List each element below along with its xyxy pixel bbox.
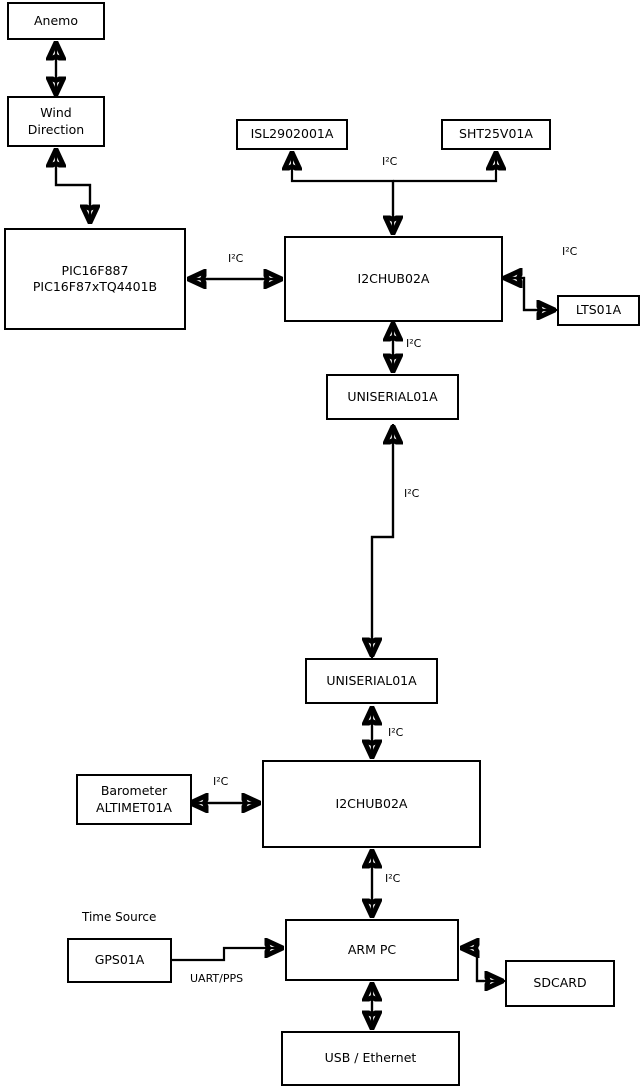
node-uniserial01a-bottom[interactable]: UNISERIAL01A <box>305 658 438 704</box>
wire-hub-to-isl <box>292 154 395 232</box>
node-uniserial01a-top[interactable]: UNISERIAL01A <box>326 374 459 420</box>
node-sht-label: SHT25V01A <box>459 126 533 142</box>
node-anemo-label: Anemo <box>34 12 78 28</box>
node-sdcard-label: SDCARD <box>533 975 587 991</box>
wire-hub-to-lts <box>506 276 553 310</box>
node-pic-label: PIC16F887 <box>61 262 129 278</box>
node-i2chub02a-top[interactable]: I2CHUB02A <box>284 236 503 322</box>
node-uniserial-top-label: UNISERIAL01A <box>347 388 438 404</box>
node-barometer-label: Barometer <box>100 783 168 799</box>
node-wind-direction-label: Wind <box>40 105 72 121</box>
node-anemo[interactable]: Anemo <box>7 2 105 40</box>
node-isl-label: ISL2902001A <box>250 126 334 142</box>
node-gps01a[interactable]: GPS01A <box>67 938 172 983</box>
node-arm-pc[interactable]: ARM PC <box>285 919 459 981</box>
node-barometer-label2: ALTIMET01A <box>96 799 172 815</box>
edge-label-i2c-hub-uniserial: I²C <box>406 337 422 350</box>
edge-label-i2c-baro-hub2: I²C <box>213 775 229 788</box>
edge-label-i2c-pic-hub: I²C <box>228 252 244 265</box>
wire-uniserial-bot-to-top <box>370 428 393 662</box>
node-usb-ethernet-label: USB / Ethernet <box>324 1050 417 1066</box>
edge-label-i2c-sensors-top: I²C <box>382 155 398 168</box>
node-i2chub02a-bottom[interactable]: I2CHUB02A <box>262 760 481 848</box>
node-lts-label: LTS01A <box>575 302 622 318</box>
edge-label-i2c-hub2-arm: I²C <box>385 872 401 885</box>
edge-label-i2c-uniserial-uniserial: I²C <box>404 487 420 500</box>
node-isl2902001a[interactable]: ISL2902001A <box>236 119 348 150</box>
edge-label-i2c-uniserial-hub2: I²C <box>388 726 404 739</box>
wire-sdcard-to-armpc <box>463 948 505 983</box>
wire-lts-to-hub <box>506 278 557 312</box>
edge-label-i2c-hub-lts: I²C <box>562 245 578 258</box>
wire-uniserial-top-to-bot <box>372 424 395 654</box>
wire-pic-to-wind <box>56 151 92 224</box>
node-i2chub-top-label: I2CHUB02A <box>357 270 430 286</box>
node-i2chub-bottom-label: I2CHUB02A <box>335 795 408 811</box>
node-lts01a[interactable]: LTS01A <box>557 295 640 326</box>
node-sdcard[interactable]: SDCARD <box>505 960 615 1007</box>
node-arm-pc-label: ARM PC <box>347 941 397 957</box>
wire-wind-to-pic <box>54 154 90 221</box>
edge-label-uart-gps-arm: UART/PPS <box>190 972 244 985</box>
label-time-source: Time Source <box>82 910 157 924</box>
node-pic-label2: PIC16F87xTQ4401B <box>32 279 158 294</box>
node-uniserial-bottom-label: UNISERIAL01A <box>326 672 417 688</box>
node-barometer-altimet01a[interactable]: Barometer ALTIMET01A <box>76 774 192 825</box>
node-sht25v01a[interactable]: SHT25V01A <box>441 119 551 150</box>
node-wind-direction-label2: Direction <box>27 121 85 137</box>
wire-hub-to-sht <box>393 154 496 183</box>
node-pic-microcontroller[interactable]: PIC16F887 PIC16F87xTQ4401B <box>4 228 186 330</box>
wire-armpc-to-sdcard <box>463 946 501 981</box>
node-wind-direction[interactable]: Wind Direction <box>7 96 105 147</box>
node-gps-label: GPS01A <box>94 952 145 968</box>
wire-gps-to-armpc <box>172 948 281 962</box>
node-usb-ethernet[interactable]: USB / Ethernet <box>281 1031 460 1086</box>
